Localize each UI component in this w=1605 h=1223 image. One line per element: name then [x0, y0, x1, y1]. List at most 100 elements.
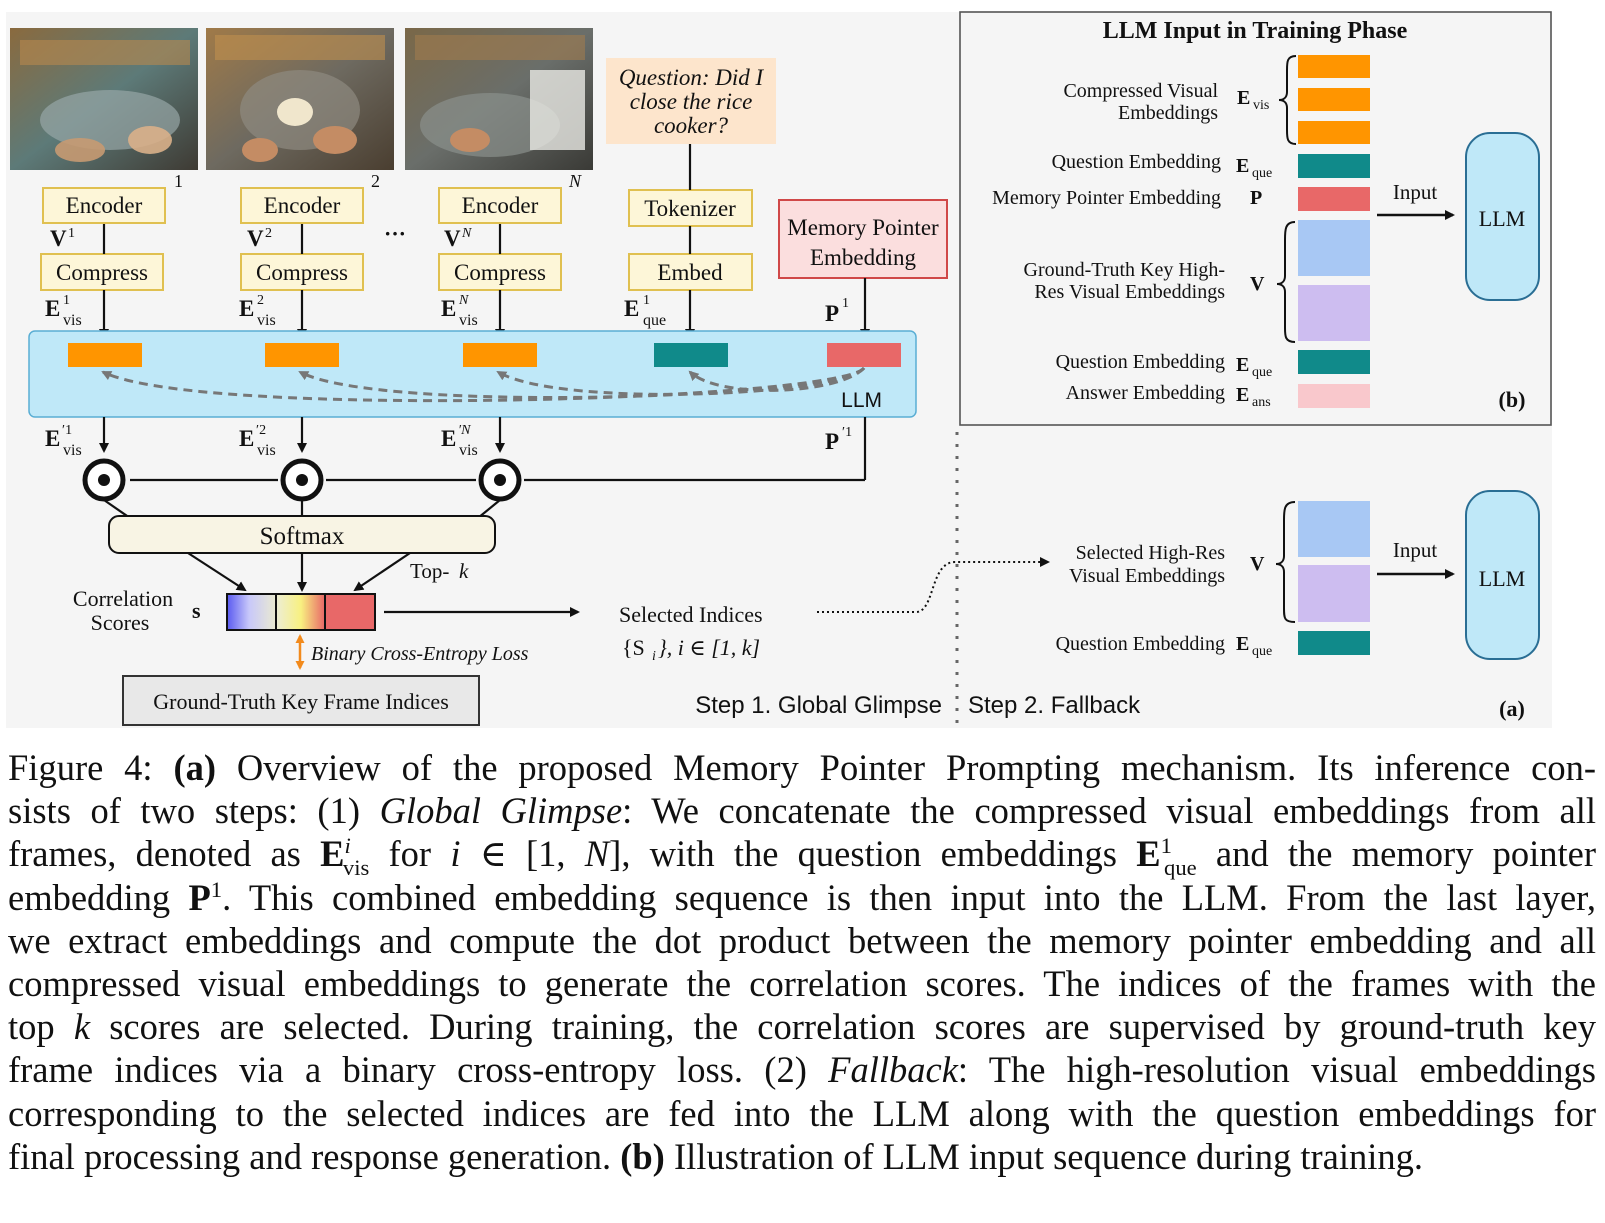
step2-label: Step 2. Fallback — [968, 692, 1141, 719]
fallback-dotted-arrow — [817, 557, 1050, 613]
compress-label: Compress — [56, 260, 148, 285]
compress-label: Compress — [256, 260, 348, 285]
visual-token-3 — [1298, 121, 1370, 144]
selected-indices-label: Selected Indices — [619, 602, 763, 627]
fallback-v-symbol: V — [1250, 553, 1265, 575]
fallback-selected-label: Selected High-Res — [1076, 542, 1226, 564]
frame-number-n: N — [568, 171, 582, 191]
bce-label: Binary Cross-Entropy Loss — [311, 643, 529, 665]
step1-label: Step 1. Global Glimpse — [695, 692, 942, 719]
svg-text:′1: ′1 — [62, 423, 72, 438]
visual-token-2 — [1298, 88, 1370, 111]
svg-text:E: E — [1236, 633, 1249, 655]
dot-product-op-1 — [82, 458, 126, 502]
caption-line: sists of two steps: (1) Global Glimpse: … — [8, 790, 1597, 832]
svg-text:cooker?: cooker? — [654, 113, 729, 138]
panel-b-tag: (b) — [1499, 387, 1526, 412]
figure-diagram: 1 2 N Encoder Encoder Encoder V 1 V 2 V … — [10, 11, 1552, 728]
panel-b-input-label: Input — [1393, 180, 1437, 204]
svg-text:N: N — [461, 226, 472, 241]
compress-block-1: Compress — [40, 253, 164, 291]
svg-text:Memory Pointer: Memory Pointer — [787, 215, 939, 240]
fallback-question-label: Question Embedding — [1056, 633, 1225, 655]
svg-text:′2: ′2 — [256, 423, 266, 438]
panel-b-title: LLM Input in Training Phase — [1103, 18, 1408, 44]
gt-hires-block-1 — [1298, 220, 1370, 276]
svg-text:que: que — [1252, 365, 1272, 380]
fallback-input-label: Input — [1393, 538, 1437, 562]
selected-indices-set: {S i }, i ∈ [1, k] — [622, 635, 760, 664]
token-visual-2 — [265, 343, 339, 367]
question-embedding-label: Question Embedding — [1052, 151, 1221, 173]
answer-token — [1298, 384, 1370, 408]
svg-text:1: 1 — [68, 226, 75, 241]
compress-label: Compress — [454, 260, 546, 285]
e-que-symbol-2: E que — [1236, 354, 1272, 380]
encoder-label: Encoder — [264, 193, 341, 218]
compressed-visual-label: Compressed Visual — [1063, 80, 1218, 102]
ground-truth-indices-box: Ground-Truth Key Frame Indices — [122, 675, 480, 726]
fallback-hires-block-2 — [1298, 565, 1370, 622]
encoder-block-1: Encoder — [42, 187, 166, 224]
v-label-1: V 1 — [50, 226, 75, 251]
svg-text:′1: ′1 — [842, 425, 852, 440]
tokenizer-block: Tokenizer — [628, 189, 753, 227]
embed-block: Embed — [628, 253, 753, 291]
panel-b-llm-box: LLM — [1465, 132, 1540, 301]
softmax-block: Softmax — [108, 515, 496, 554]
e-vis-label-1: E 1 vis — [45, 293, 82, 329]
svg-text:E: E — [441, 426, 456, 451]
svg-text:LLM: LLM — [1479, 566, 1525, 591]
caption-line: corresponding to the selected indices ar… — [8, 1092, 1596, 1134]
svg-text:vis: vis — [459, 312, 478, 329]
video-frame-1 — [10, 28, 198, 170]
svg-text:vis: vis — [63, 312, 82, 329]
attention-curves — [101, 366, 866, 403]
question-box: Question: Did I close the rice cooker? — [606, 58, 776, 144]
compressed-visual-label: Embeddings — [1118, 102, 1218, 124]
e-ans-symbol: E ans — [1236, 384, 1271, 410]
top-connectors — [99, 144, 870, 339]
memory-pointer-embedding-label: Memory Pointer Embedding — [992, 187, 1221, 209]
figure-caption: Figure 4: (a) Overview of the proposed M… — [8, 746, 1596, 1178]
v-label-n: V N — [444, 226, 472, 251]
answer-embedding-label: Answer Embedding — [1066, 382, 1225, 404]
token-visual-n — [463, 343, 537, 367]
frame-number-2: 2 — [371, 171, 380, 191]
question-token-2 — [1298, 350, 1370, 374]
svg-text:E: E — [1236, 354, 1249, 376]
gt-key-label: Res Visual Embeddings — [1034, 281, 1225, 303]
correlation-label: Correlation — [73, 586, 173, 611]
svg-text:E: E — [239, 426, 254, 451]
svg-text:vis: vis — [257, 442, 276, 459]
svg-text:P: P — [825, 301, 839, 326]
svg-text:P: P — [825, 429, 839, 454]
visual-token-1 — [1298, 55, 1370, 78]
encoder-label: Encoder — [462, 193, 539, 218]
correlation-scores-bar — [226, 593, 376, 631]
gt-v-symbol: V — [1250, 273, 1265, 295]
svg-text:vis: vis — [1253, 98, 1269, 113]
compress-block-2: Compress — [240, 253, 364, 291]
v-label-2: V 2 — [247, 226, 272, 251]
fallback-e-que-symbol: E que — [1236, 633, 1272, 659]
svg-text:2: 2 — [257, 293, 264, 308]
svg-text:que: que — [1252, 166, 1272, 181]
svg-text:vis: vis — [63, 442, 82, 459]
svg-text:vis: vis — [257, 312, 276, 329]
e-vis-label-2: E 2 vis — [239, 293, 276, 329]
panel-a-tag: (a) — [1499, 696, 1525, 721]
video-frame-n — [405, 28, 593, 170]
video-frame-2 — [206, 28, 394, 170]
score-symbol: s — [192, 598, 201, 623]
e-que-symbol: E que — [1236, 155, 1272, 181]
svg-text:Ground-Truth Key Frame Indices: Ground-Truth Key Frame Indices — [153, 689, 449, 714]
gt-brace — [1276, 221, 1296, 343]
caption-line: frame indices via a binary cross-entropy… — [8, 1049, 1596, 1091]
svg-text:E: E — [45, 426, 60, 451]
caption-line: compressed visual embeddings to generate… — [8, 963, 1596, 1005]
svg-text:1: 1 — [842, 296, 849, 311]
gt-key-label: Ground-Truth Key High- — [1024, 259, 1225, 281]
llm-band-label: LLM — [841, 389, 882, 412]
caption-line: we extract embeddings and compute the do… — [8, 919, 1596, 961]
